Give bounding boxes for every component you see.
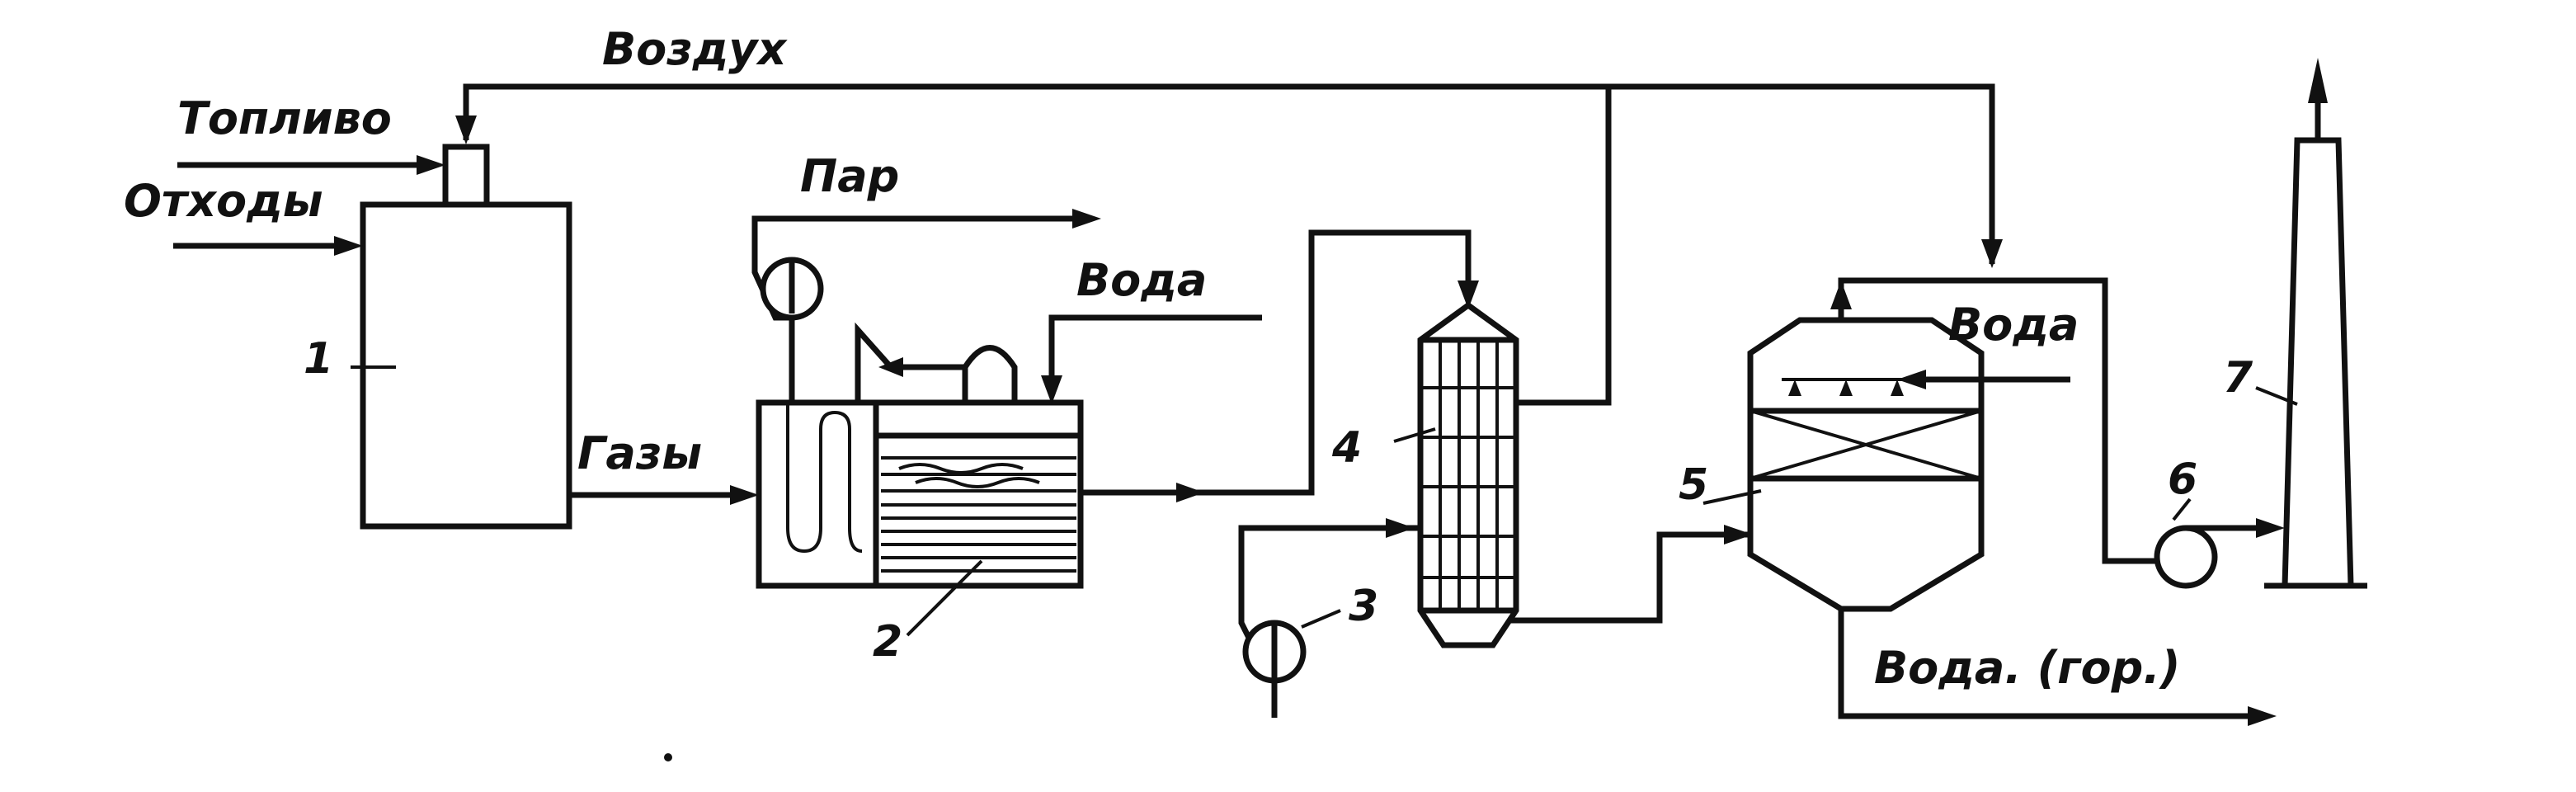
fuel-label: Топливо — [177, 92, 392, 144]
exchanger-number: 4 — [1331, 423, 1362, 473]
waste-inlet — [173, 236, 363, 256]
gases-label: Газы — [577, 427, 702, 479]
scrubber-water-inlet — [1897, 370, 2070, 389]
steam-pump — [760, 257, 824, 321]
scrubber — [1702, 317, 1985, 612]
fan-number: 6 — [2168, 455, 2197, 504]
hot-water-label: Вода. (гор.) — [1874, 642, 2180, 694]
water-pump — [1238, 518, 1420, 718]
gases-line — [569, 485, 759, 505]
chimney-stack — [2255, 58, 2367, 589]
stack-number: 7 — [2223, 353, 2253, 403]
waste-heat-boiler — [756, 322, 1084, 637]
scrubber-gas-outlet — [1830, 277, 2157, 564]
air-line — [455, 83, 2003, 406]
waste-label: Отходы — [124, 175, 323, 227]
boiler-to-exchanger-line — [1081, 229, 1479, 502]
furnace — [351, 144, 572, 530]
exhaust-fan — [2154, 497, 2285, 589]
air-label: Воздух — [602, 23, 788, 75]
pump-number: 3 — [1349, 582, 1378, 631]
scrubber-water-label: Вода — [1948, 299, 2079, 351]
boiler-water-label: Вода — [1076, 254, 1207, 306]
exchanger-tube-grid — [1420, 340, 1516, 610]
boiler-tube-bank — [881, 456, 1076, 573]
boiler-number: 2 — [873, 617, 902, 667]
exchanger-to-scrubber-line — [1509, 525, 1753, 624]
furnace-number: 1 — [304, 334, 333, 384]
heat-exchanger — [1393, 301, 1519, 648]
hot-water-outlet — [1838, 609, 2277, 726]
stray-dot — [664, 753, 672, 761]
steam-label: Пар — [800, 150, 899, 202]
fuel-inlet — [177, 155, 445, 175]
boiler-water-inlet — [1041, 314, 1262, 404]
scrubber-number: 5 — [1679, 460, 1708, 510]
